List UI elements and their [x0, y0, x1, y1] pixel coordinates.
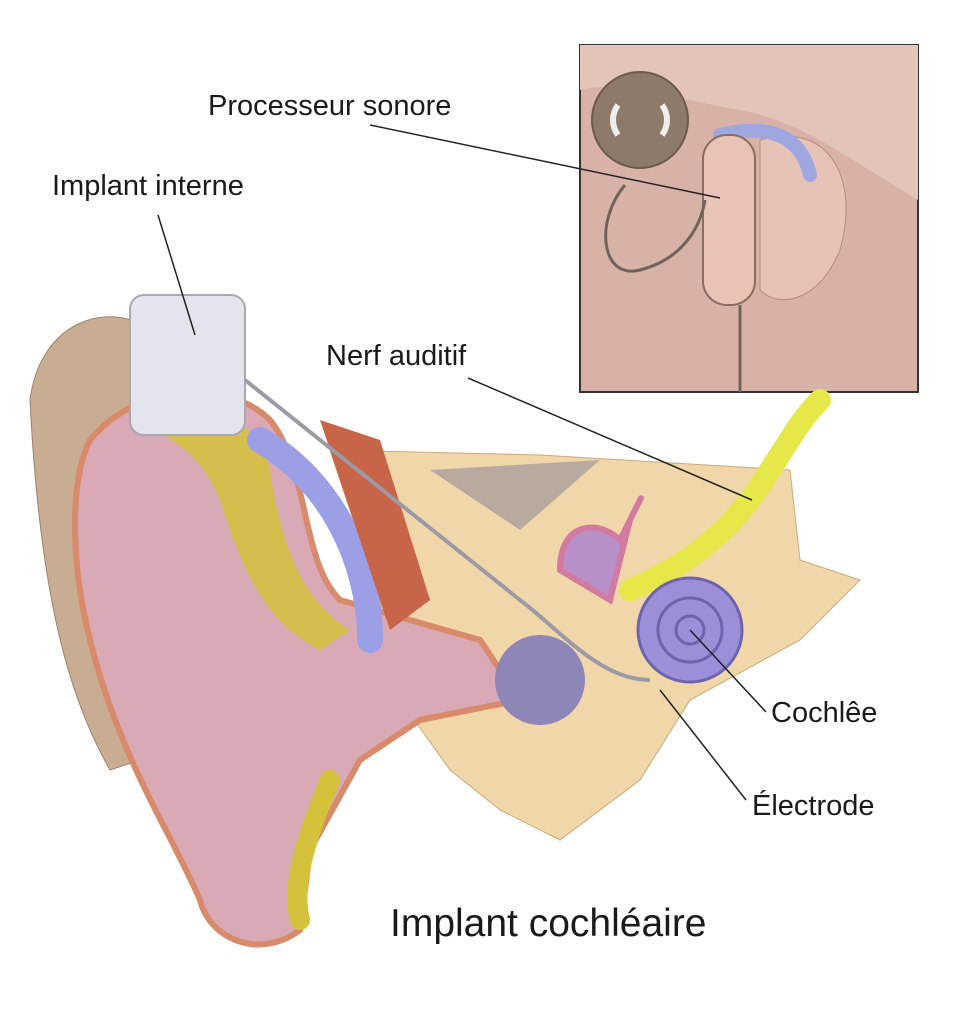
auditory-nerve [619, 389, 831, 601]
cochlea [556, 495, 744, 684]
label-auditory-nerve: Nerf auditif [326, 340, 467, 372]
label-sound-processor: Processeur sonore [208, 90, 452, 122]
outer-ear [29, 316, 585, 948]
leader-lines [157, 124, 767, 801]
label-cochlea: Cochlêe [771, 697, 878, 729]
label-electrode: Électrode [752, 790, 875, 822]
internal-implant [129, 294, 651, 682]
diagram-title: Implant cochléaire [390, 902, 707, 945]
inset-panel [579, 44, 919, 393]
label-internal-implant: Implant interne [52, 170, 244, 202]
